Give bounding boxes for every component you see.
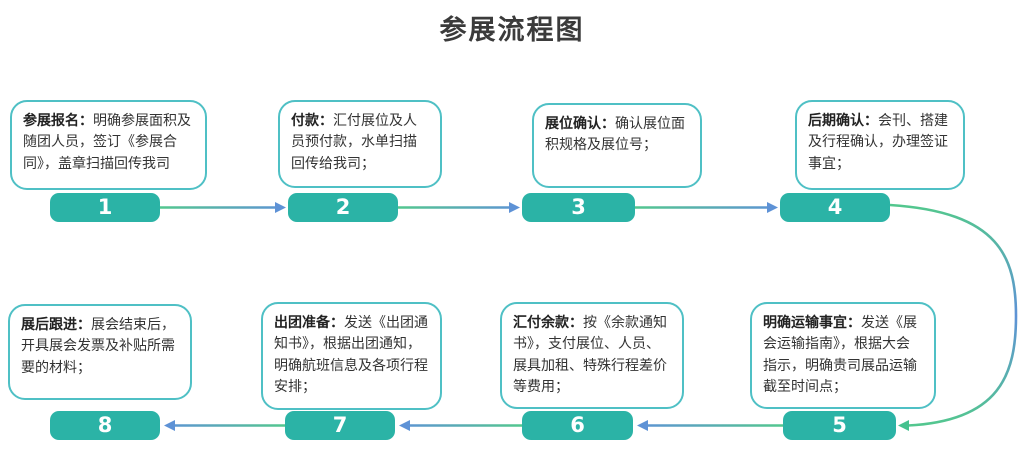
step-8-box: 展后跟进：展会结束后，开具展会发票及补贴所需要的材料； <box>8 304 192 400</box>
arrow-1-2 <box>158 202 286 213</box>
step-2-number-badge: 2 <box>288 193 398 222</box>
step-6-title: 汇付余款： <box>513 315 583 331</box>
step-4-title: 后期确认： <box>808 113 878 129</box>
page-title: 参展流程图 <box>439 15 585 46</box>
step-7-box: 出团准备：发送《出团通知书》，根据出团通知，明确航班信息及各项行程安排； <box>261 302 442 410</box>
step-1-box: 参展报名：明确参展面积及随团人员，签订《参展合同》，盖章扫描回传我司 <box>10 100 207 190</box>
step-3-title: 展位确认： <box>545 116 615 132</box>
arrow-3-4 <box>633 202 778 213</box>
step-5-number-badge: 5 <box>783 411 896 440</box>
step-3-number-badge: 3 <box>522 193 635 222</box>
arrow-5-6 <box>637 420 785 431</box>
arrow-2-3 <box>396 202 520 213</box>
step-1-number-badge: 1 <box>50 193 160 222</box>
step-8-number-badge: 8 <box>50 411 160 440</box>
step-6-box: 汇付余款：按《余款通知书》，支付展位、人员、展具加租、特殊行程差价等费用； <box>500 302 684 410</box>
step-6-number-badge: 6 <box>522 411 633 440</box>
step-4-box: 后期确认：会刊、搭建及行程确认，办理签证事宜； <box>795 100 965 190</box>
step-3-box: 展位确认：确认展位面积规格及展位号； <box>532 103 702 188</box>
arrow-6-7 <box>399 420 524 431</box>
step-5-desc: 发送《展会运输指南》，根据大会指示，明确贵司展品运输截至时间点； <box>763 315 917 395</box>
step-2-title: 付款： <box>291 113 333 129</box>
step-2-box: 付款：汇付展位及人员预付款，水单扫描回传给我司； <box>278 100 442 188</box>
step-4-desc: 会刊、搭建及行程确认，办理签证事宜； <box>808 113 948 172</box>
step-7-desc: 发送《出团通知书》，根据出团通知，明确航班信息及各项行程安排； <box>274 315 428 395</box>
arrow-7-8 <box>164 420 287 431</box>
step-6-desc: 按《余款通知书》，支付展位、人员、展具加租、特殊行程差价等费用； <box>513 315 667 395</box>
step-2-desc: 汇付展位及人员预付款，水单扫描回传给我司； <box>291 113 417 172</box>
step-3-desc: 确认展位面积规格及展位号； <box>545 116 685 154</box>
step-1-title: 参展报名： <box>23 113 93 129</box>
step-8-desc: 展会结束后，开具展会发票及补贴所需要的材料； <box>21 317 175 376</box>
step-7-number-badge: 7 <box>285 411 395 440</box>
step-1-desc: 明确参展面积及随团人员，签订《参展合同》，盖章扫描回传我司 <box>23 113 191 172</box>
step-4-number-badge: 4 <box>780 193 890 222</box>
step-8-title: 展后跟进： <box>21 317 91 333</box>
step-5-box: 明确运输事宜：发送《展会运输指南》，根据大会指示，明确贵司展品运输截至时间点； <box>750 302 936 410</box>
step-7-title: 出团准备： <box>274 315 344 331</box>
step-5-title: 明确运输事宜： <box>763 315 861 331</box>
